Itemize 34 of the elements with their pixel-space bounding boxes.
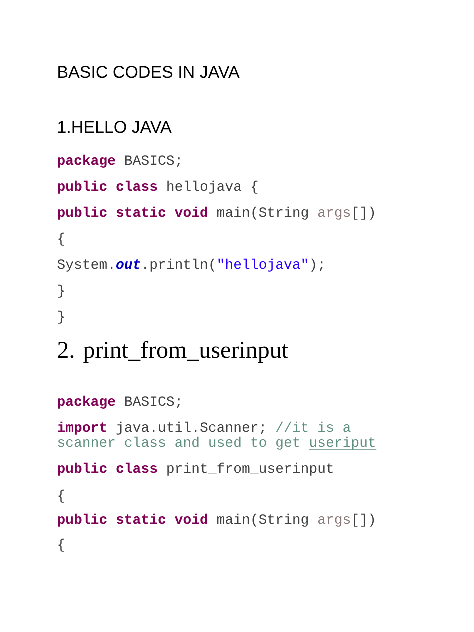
code-text: args [318, 209, 350, 220]
code-keyword: public static void [58, 206, 208, 220]
code-keyword: import [58, 422, 106, 435]
code-keyword: package [58, 154, 116, 168]
title: BASIC CODES IN JAVA [58, 66, 240, 78]
code-text: hellojava { [168, 180, 258, 194]
code-keyword: package [58, 396, 116, 409]
code-text: main(String [217, 206, 308, 220]
code-text: out [116, 260, 140, 270]
code-text: BASICS; [126, 396, 180, 408]
code-keyword: public class [58, 462, 158, 476]
code-text: } [58, 284, 64, 298]
code-comment: scanner class and used to get [58, 436, 300, 450]
section-heading: 1.HELLO JAVA [58, 121, 172, 134]
code-comment: useriput [308, 436, 378, 450]
code-text: BASICS; [126, 156, 180, 168]
section-heading: 2. print_from_userinput [58, 341, 288, 364]
code-text: main(String [217, 514, 308, 527]
code-keyword: public static void [58, 514, 208, 527]
code-text: System. [58, 260, 113, 272]
code-text: java.util.Scanner; [116, 422, 264, 435]
code-comment: //it is a [276, 422, 351, 432]
code-text: ); [312, 258, 323, 272]
code-text: } [58, 310, 64, 324]
code-text: { [58, 538, 64, 552]
code-text: { [58, 490, 64, 503]
code-text: .println( [144, 258, 214, 272]
code-string: "hellojava" [218, 258, 308, 272]
code-text: { [58, 232, 64, 246]
code-text: []) [354, 514, 374, 527]
code-text: []) [354, 206, 374, 220]
code-text: args [318, 516, 350, 527]
code-keyword: public class [58, 180, 158, 194]
code-text: print_from_userinput [168, 462, 333, 476]
